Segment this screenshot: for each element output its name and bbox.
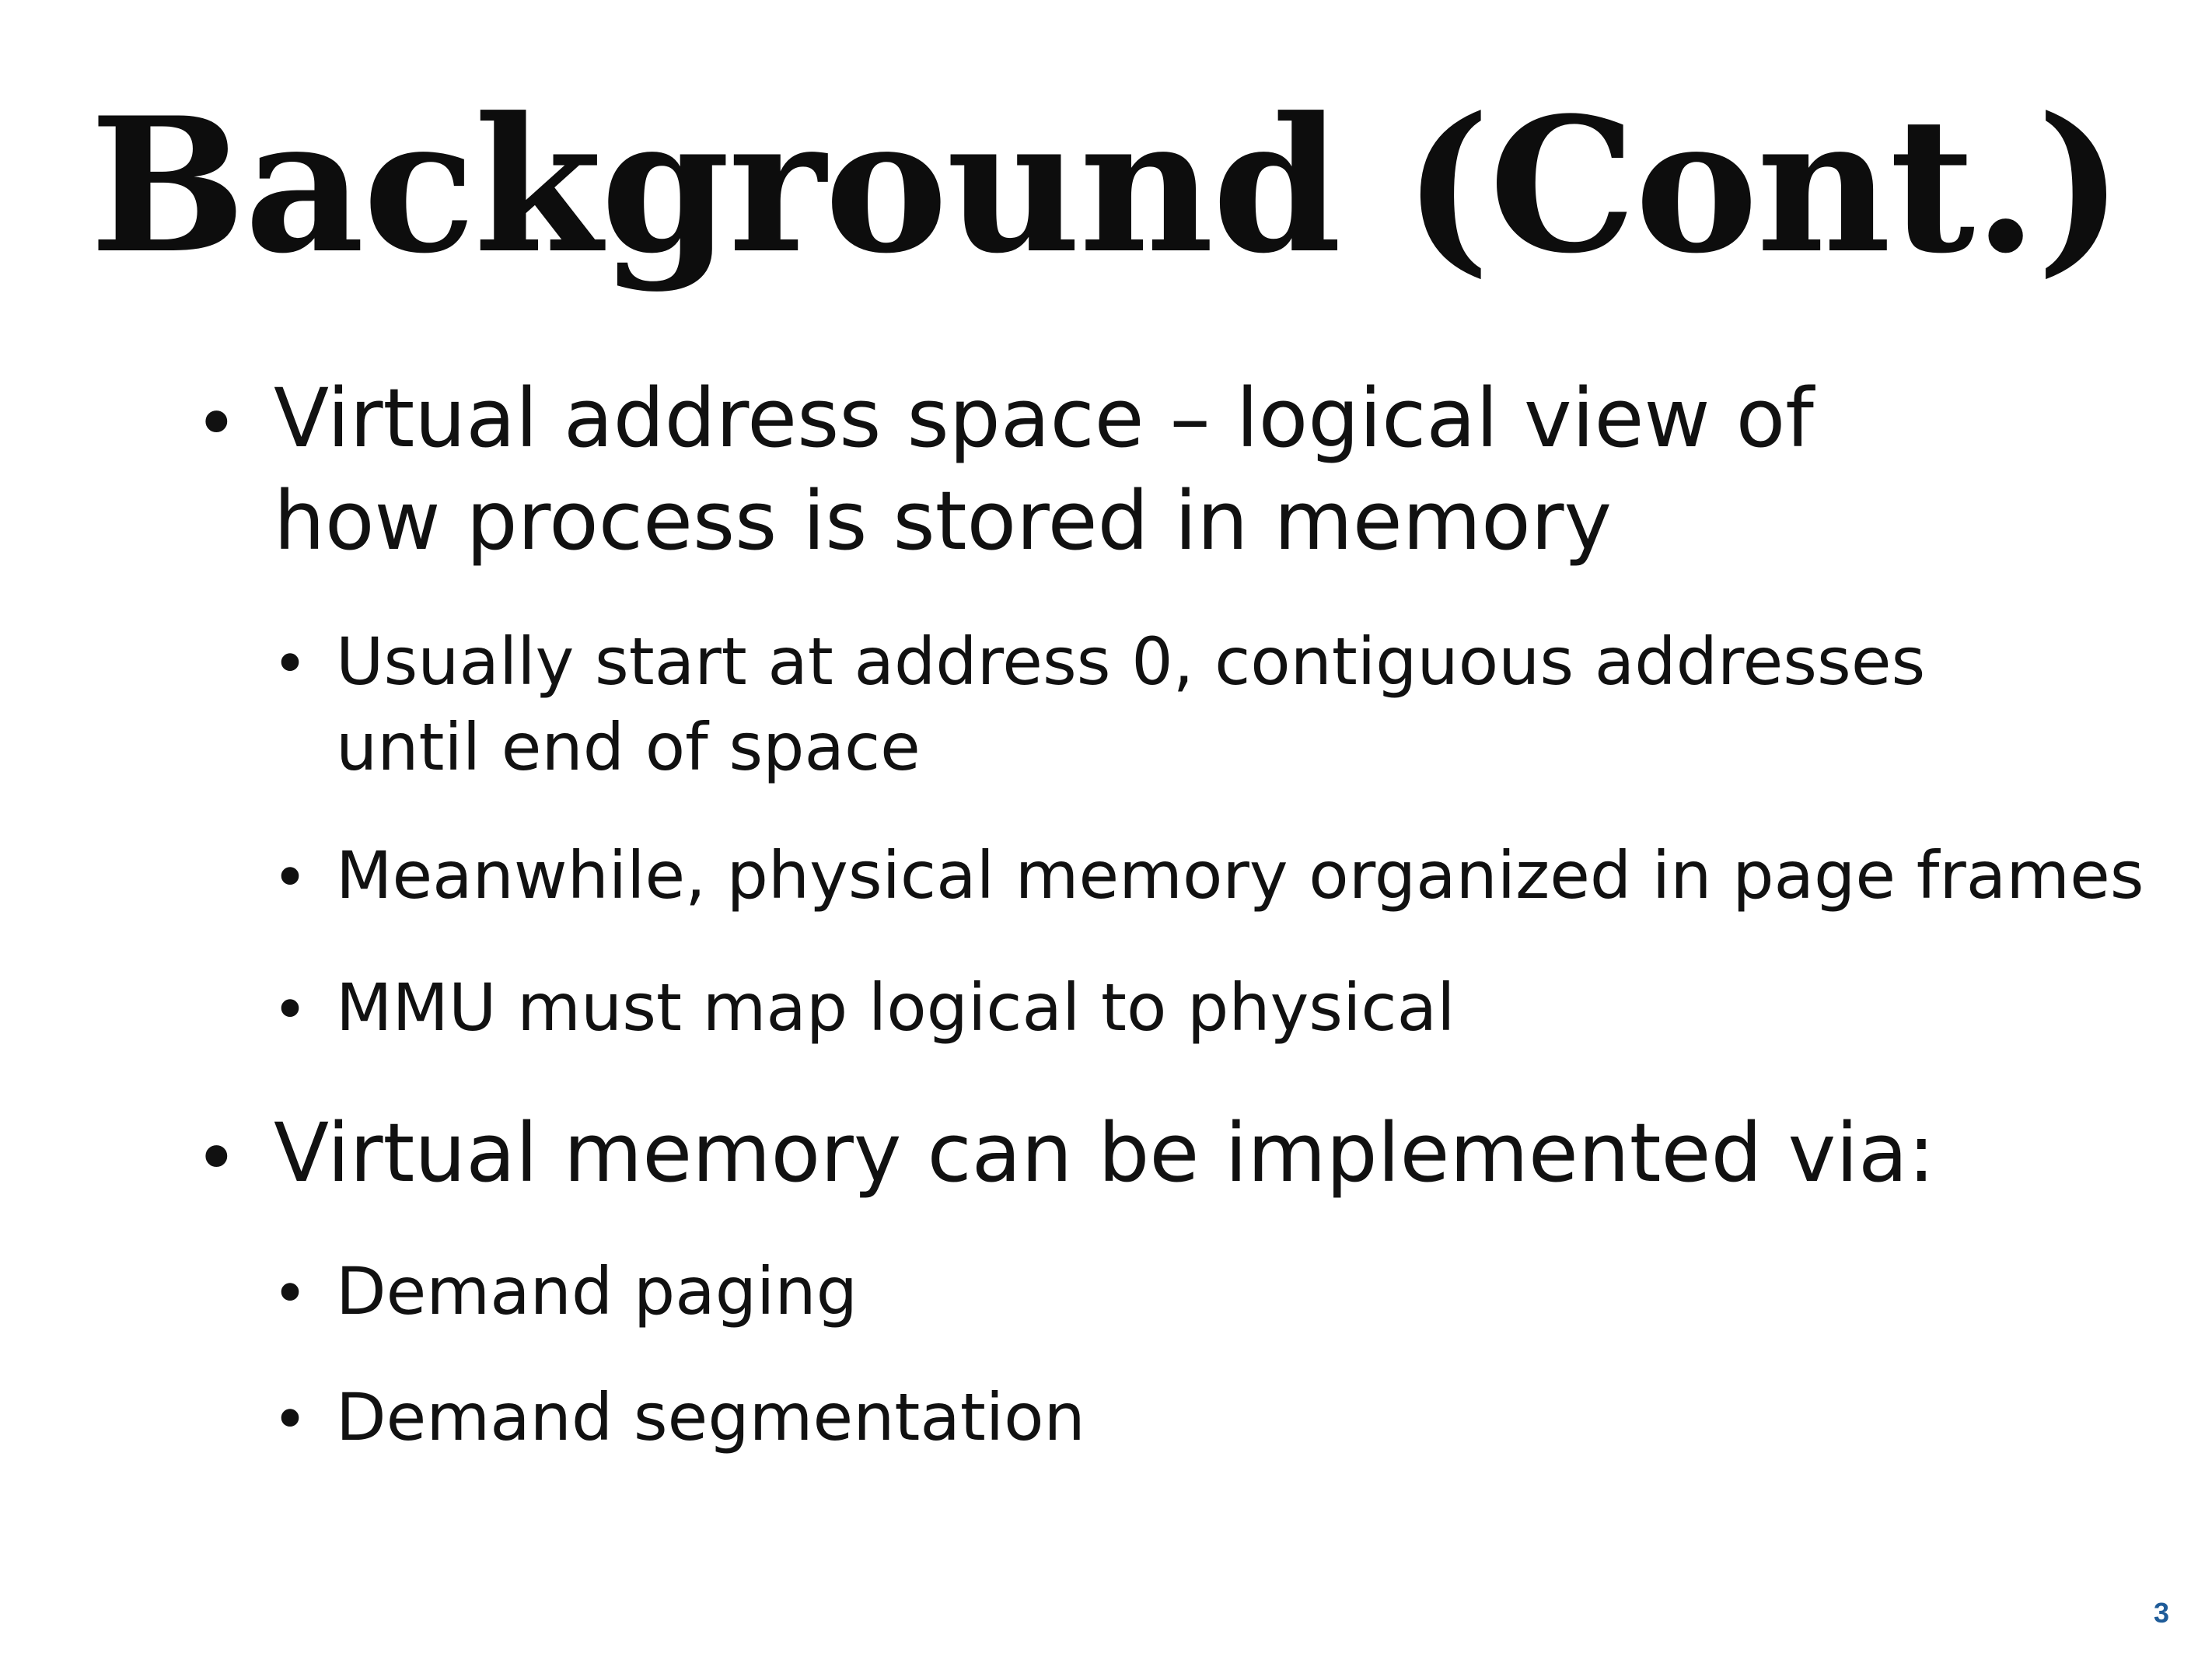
bullet-dot-icon: • [272, 1385, 309, 1455]
bullet-dot-icon: • [272, 630, 309, 700]
page-number: 3 [2153, 1597, 2169, 1629]
bullet-text: Virtual address space – logical view of … [274, 371, 1814, 568]
bullet-text: Meanwhile, physical memory organized in … [336, 837, 2144, 913]
bullet-text: MMU must map logical to physical [336, 969, 1455, 1046]
slide-title: Background (Cont.) [89, 78, 2123, 295]
bullet-dot-icon: • [272, 843, 309, 913]
bullet-text: Demand segmentation [336, 1379, 1085, 1455]
bullet-dot-icon: • [272, 976, 309, 1046]
bullet-dot-icon: • [194, 380, 239, 467]
bullet-text: Demand paging [336, 1253, 858, 1329]
bullet-text: Virtual memory can be implemented via: [274, 1105, 1935, 1200]
bullet-dot-icon: • [272, 1259, 309, 1329]
bullet-dot-icon: • [194, 1115, 239, 1202]
bullet-text: Usually start at address 0, contiguous a… [336, 623, 1926, 785]
